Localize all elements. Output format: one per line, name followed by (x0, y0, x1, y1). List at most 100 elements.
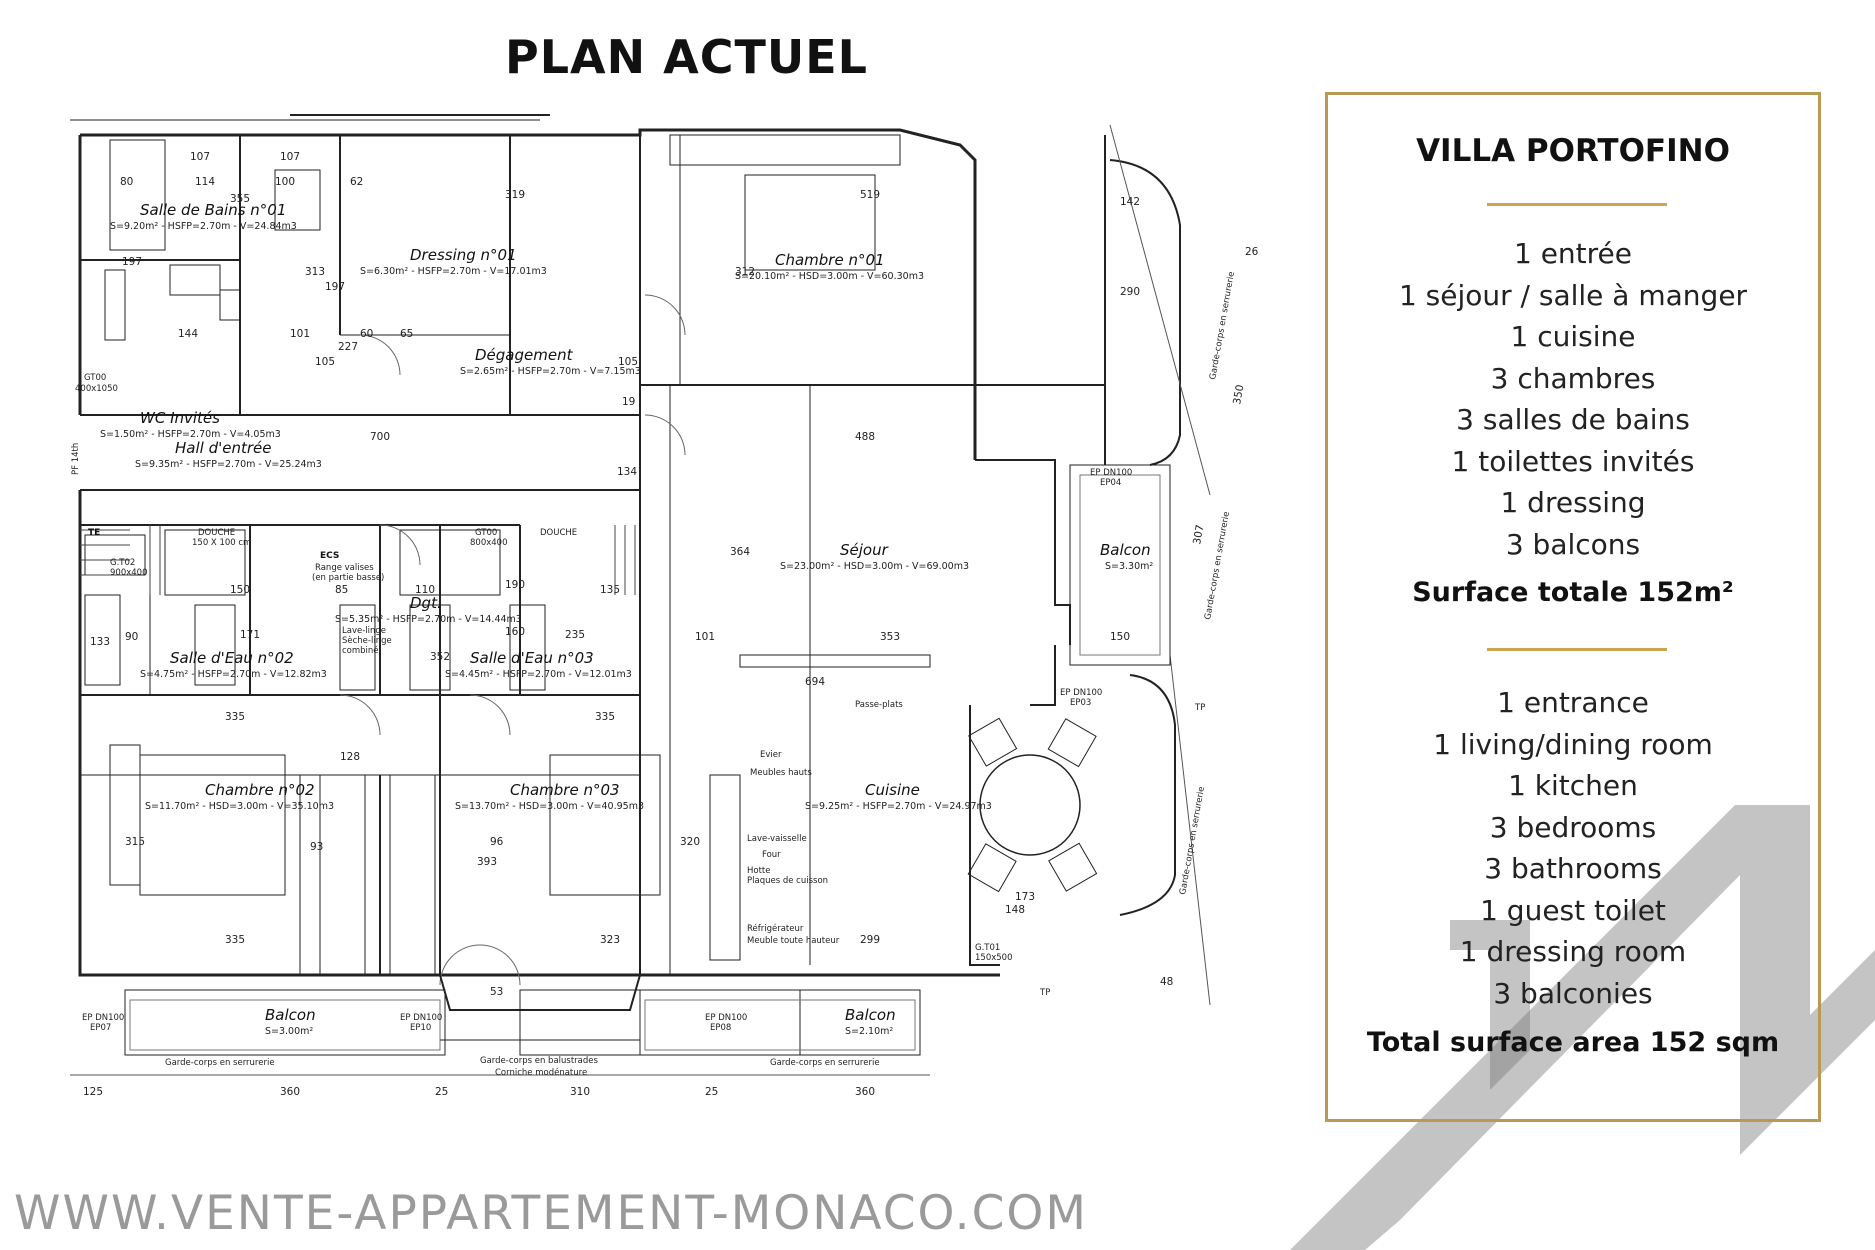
dim: 335 (225, 934, 245, 946)
room-name-degagement: Dégagement (475, 346, 574, 364)
room-stats-sejour: S=23.00m² - HSD=3.00m - V=69.00m3 (780, 561, 969, 572)
gt00: GT00 (84, 373, 106, 383)
garde-e1: Garde-corps en serrurerie (1208, 271, 1237, 381)
dim: 101 (290, 328, 310, 340)
features-en: 1 entrance 1 living/dining room 1 kitche… (1328, 682, 1818, 1014)
features-fr: 1 entrée 1 séjour / salle à manger 1 cui… (1328, 233, 1818, 565)
te-label: TE (88, 528, 100, 538)
feature-fr-item: 3 chambres (1490, 361, 1656, 395)
ep08-dn: EP DN100 (705, 1013, 747, 1023)
room-stats-hall: S=9.35m² - HSFP=2.70m - V=25.24m3 (135, 459, 322, 470)
dim: 235 (565, 629, 585, 641)
room-name-dressing: Dressing n°01 (410, 246, 517, 264)
pf-label: PF 14th (71, 443, 81, 475)
feature-en-item: 1 entrance (1497, 686, 1649, 719)
room-stats-eau3: S=4.45m² - HSFP=2.70m - V=12.01m3 (445, 669, 632, 680)
dim: 19 (622, 396, 635, 408)
passe-plats: Passe-plats (855, 700, 903, 710)
dim: 323 (600, 934, 620, 946)
seche-linge: Sèche-linge (342, 635, 392, 646)
feature-en-item: 3 bathrooms (1484, 852, 1662, 885)
room-name-eau2: Salle d'Eau n°02 (170, 649, 294, 667)
feature-en-item: 3 balconies (1493, 976, 1653, 1010)
room-stats-eau2: S=4.75m² - HSFP=2.70m - V=12.82m3 (140, 669, 327, 680)
garde-e2: Garde-corps en serrurerie (1203, 511, 1232, 621)
ep04: EP04 (1100, 478, 1121, 488)
dim: 150 (230, 584, 250, 596)
feature-en-item: 1 dressing room (1459, 935, 1687, 968)
room-name-wc: WC Invités (140, 409, 220, 427)
gt00-size: 400x1050 (75, 384, 118, 394)
feature-fr-item: 1 cuisine (1510, 320, 1636, 353)
ecs-note: Range valises (315, 563, 374, 573)
room-stats-balcon-e: S=3.30m² (1105, 561, 1153, 572)
dim: 353 (880, 631, 900, 643)
room-name-chambre2: Chambre n°02 (205, 781, 315, 799)
dim: 25 (435, 1086, 448, 1098)
feature-fr-item: 1 toilettes invités (1451, 444, 1695, 478)
dim: 160 (505, 626, 525, 638)
ep07-dn: EP DN100 (82, 1013, 124, 1023)
dim: 319 (505, 189, 525, 201)
room-name-hall: Hall d'entrée (175, 439, 271, 457)
gt-sm: GT00 (475, 528, 497, 538)
douche-label: DOUCHE (198, 528, 235, 538)
dim: 360 (855, 1086, 875, 1098)
room-stats-dgt: S=5.35m² - HSFP=2.70m - V=14.44m3 (335, 614, 522, 625)
gold-divider (1487, 648, 1667, 651)
dim: 80 (120, 176, 133, 188)
evier: Evier (760, 750, 782, 760)
floor-plan-drawing: Salle de Bains n°01 S=9.20m² - HSFP=2.70… (70, 114, 1259, 1098)
plaques: Plaques de cuisson (747, 876, 828, 886)
garde-e3: Garde-corps en serrurerie (1178, 786, 1207, 896)
room-name-balcon-sw: Balcon (265, 1006, 316, 1024)
room-stats-balcon-se: S=2.10m² (845, 1026, 893, 1037)
dim: 107 (280, 151, 300, 163)
feature-fr-item: 1 séjour / salle à manger (1398, 278, 1748, 312)
garde-sw: Garde-corps en serrurerie (165, 1058, 275, 1068)
room-stats-degagement: S=2.65m² - HSFP=2.70m - V=7.15m3 (460, 366, 641, 377)
dim: 290 (1120, 286, 1140, 298)
dim: 310 (570, 1086, 590, 1098)
dim: 114 (195, 176, 215, 188)
ep10-dn: EP DN100 (400, 1013, 442, 1023)
dim: 107 (190, 151, 210, 163)
dim: 101 (695, 631, 715, 643)
property-name: VILLA PORTOFINO (1416, 133, 1730, 169)
ep04-dn: EP DN100 (1090, 468, 1132, 478)
feature-en-item: 1 guest toilet (1480, 893, 1666, 927)
tp-lower: TP (1039, 988, 1050, 998)
room-stats-cuisine: S=9.25m² - HSFP=2.70m - V=24.97m3 (805, 801, 992, 812)
dim: 90 (125, 631, 138, 643)
page-title: PLAN ACTUEL (505, 30, 868, 84)
dim: 110 (415, 584, 435, 596)
dim: 307 (1191, 524, 1206, 546)
feature-en-item: 3 bedrooms (1489, 810, 1657, 844)
dim: 350 (1231, 384, 1246, 406)
dim: 197 (122, 256, 142, 268)
dim: 694 (805, 676, 825, 688)
tp-upper: TP (1194, 703, 1205, 713)
douche-label-2: DOUCHE (540, 528, 577, 538)
dim: 364 (730, 546, 750, 558)
room-name-chambre3: Chambre n°03 (510, 781, 620, 799)
dim: 519 (860, 189, 880, 201)
refrigerateur: Réfrigérateur (747, 923, 804, 934)
dim: 335 (595, 711, 615, 723)
dim: 93 (310, 841, 323, 853)
room-name-balcon-e: Balcon (1100, 541, 1151, 559)
gt01: G.T01 (975, 943, 1000, 953)
dim: 360 (280, 1086, 300, 1098)
dim: 173 (1015, 891, 1035, 903)
combine: combiné (342, 645, 379, 656)
room-name-sejour: Séjour (840, 541, 889, 559)
meuble-toute: Meuble toute hauteur (747, 936, 840, 946)
dim: 148 (1005, 904, 1025, 916)
feature-en-item: 1 kitchen (1508, 769, 1638, 802)
lave-linge: Lave-linge (342, 626, 386, 636)
room-stats-chambre1: S=20.10m² - HSD=3.00m - V=60.30m3 (735, 271, 924, 282)
ep10: EP10 (410, 1023, 431, 1033)
garde-se: Garde-corps en serrurerie (770, 1058, 880, 1068)
dim: 85 (335, 584, 348, 596)
dim: 313 (305, 266, 325, 278)
